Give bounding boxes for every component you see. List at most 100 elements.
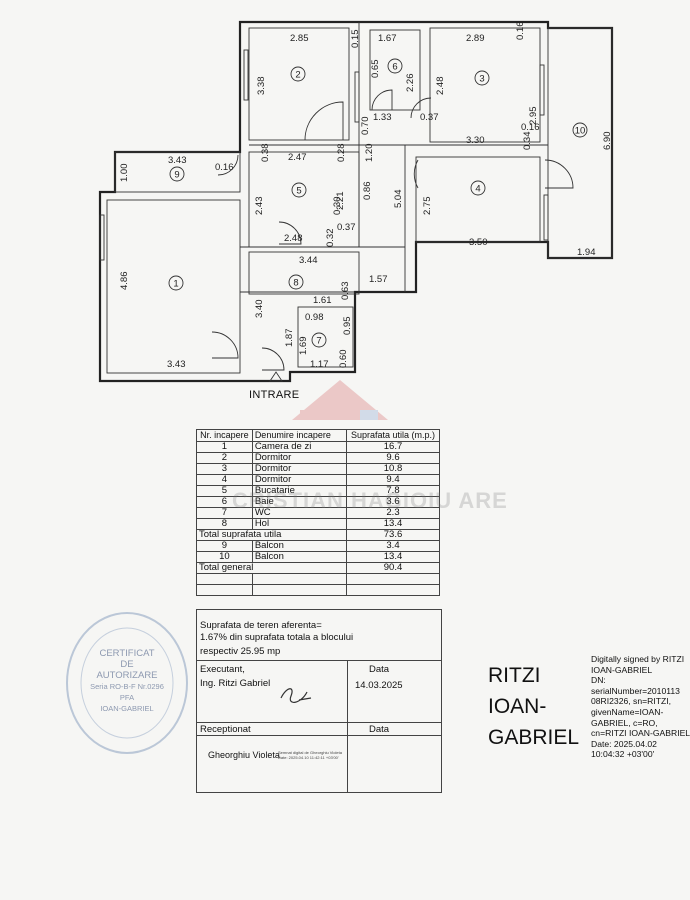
svg-text:5: 5	[296, 186, 301, 197]
cell-area: 10.8	[346, 463, 440, 475]
executant-signature	[280, 688, 312, 703]
room-marker-1: 1	[168, 275, 184, 291]
cell-area: 9.6	[346, 452, 440, 464]
svg-text:9: 9	[174, 170, 179, 181]
room-marker-8: 8	[288, 274, 304, 290]
area-table: Nr. incapere Denumire incapere Suprafata…	[195, 429, 440, 596]
dim-label: 2.75	[422, 197, 433, 216]
executant-label: Executant,	[200, 664, 245, 675]
date-value: 14.03.2025	[355, 680, 403, 691]
cell-nr: 10	[196, 551, 253, 563]
land-line-3: respectiv 25.95 mp	[200, 646, 281, 657]
cell-nr: 8	[196, 518, 253, 530]
receiver-digital-signature: Semnat digital de Gheorghiu Violeta Date…	[278, 750, 342, 760]
dim-label: 1.94	[577, 247, 596, 258]
cell-name: Balcon	[251, 540, 348, 552]
svg-text:2: 2	[295, 70, 300, 81]
dim-label: 0.86	[362, 182, 373, 201]
date-label-2: Data	[369, 724, 390, 735]
dim-label: 0.98	[305, 312, 324, 323]
dim-label: 0.63	[340, 282, 351, 301]
stamp-line-5: PFA	[119, 693, 135, 702]
dim-label: 0.37	[420, 112, 439, 123]
dim-label: 2.43	[254, 197, 265, 216]
cell-area: 13.4	[346, 551, 440, 563]
dim-label: 1.20	[364, 144, 375, 163]
stamp-line-1: CERTIFICAT	[99, 648, 155, 659]
svg-text:10: 10	[575, 126, 586, 137]
empty-row	[196, 573, 440, 585]
cell-area: 16.7	[346, 441, 440, 453]
svg-text:3: 3	[479, 74, 484, 85]
receiver-name: Gheorghiu Violeta	[208, 750, 280, 760]
room-markers: 1 2 3 4 5 6 7 8 9 10	[168, 58, 588, 348]
dim-label: 3.50	[469, 237, 488, 248]
dim-label: 0.37	[337, 222, 356, 233]
dim-label: 6.90	[602, 132, 613, 151]
dim-label: 0.60	[338, 350, 349, 369]
dim-label: 1.57	[369, 274, 388, 285]
floor-plan: 1 2 3 4 5 6 7 8 9 10 2.85 3.38 1.67 0.65…	[98, 20, 614, 420]
dim-label: 2.48	[435, 77, 446, 96]
svg-text:6: 6	[392, 62, 397, 73]
room-marker-4: 4	[470, 180, 486, 196]
cell-name: Dormitor	[251, 474, 348, 486]
signer-name: RITZI IOAN- GABRIEL	[488, 664, 580, 749]
total-util-value: 73.6	[346, 529, 440, 541]
dim-label: 0.30	[332, 197, 343, 216]
cell-name: Dormitor	[251, 463, 348, 475]
certification-stamp: CERTIFICAT DE AUTORIZARE Seria RO-B-F Nr…	[62, 608, 192, 758]
dim-label: 1.69	[298, 337, 309, 356]
entry-label: INTRARE	[249, 389, 300, 401]
stamp-line-3: AUTORIZARE	[96, 670, 158, 681]
dim-label: 0.95	[342, 317, 353, 336]
dim-label: 2.48	[284, 233, 303, 244]
dim-label: 0.16	[215, 162, 234, 173]
digital-signature-details: Digitally signed by RITZI IOAN-GABRIEL D…	[591, 654, 690, 760]
cell-name: Hol	[251, 518, 348, 530]
dim-label: 0.15	[350, 30, 361, 49]
dim-label: 4.86	[119, 272, 130, 291]
room-marker-9: 9	[169, 166, 185, 182]
cell-nr: 9	[196, 540, 253, 552]
svg-text:4: 4	[475, 184, 480, 195]
dim-label: 5.04	[393, 190, 404, 209]
dim-label: 1.33	[373, 112, 392, 123]
header-area: Suprafata utila (m.p.)	[346, 429, 440, 442]
dim-label: 0.28	[336, 144, 347, 163]
dim-label: 0.65	[370, 60, 381, 79]
dim-label: 3.43	[168, 155, 187, 166]
dimension-labels: 2.85 3.38 1.67 0.65 2.26 2.89 0.16 2.48 …	[119, 22, 613, 371]
room-marker-3: 3	[474, 70, 490, 86]
cell-name: Camera de zi	[251, 441, 348, 453]
dim-label: 2.95	[528, 107, 539, 126]
dim-label: 3.44	[299, 255, 318, 266]
executant-name: Ing. Ritzi Gabriel	[200, 678, 271, 689]
signature-block: Suprafata de teren aferenta= 1.67% din s…	[196, 609, 442, 793]
cell-name: Dormitor	[251, 452, 348, 464]
land-line-1: Suprafata de teren aferenta=	[200, 620, 322, 631]
total-general-value: 90.4	[346, 562, 440, 574]
dim-label: 0.32	[325, 229, 336, 248]
land-line-2: 1.67% din suprafata totala a blocului	[200, 632, 354, 643]
dim-label: 1.61	[313, 295, 332, 306]
room-marker-6: 6	[387, 58, 403, 74]
dim-label: 0.70	[360, 117, 371, 136]
header-name: Denumire incapere	[251, 429, 348, 442]
plan-walls	[98, 20, 614, 383]
dim-label: 0.38	[260, 144, 271, 163]
dim-label: 2.85	[290, 33, 309, 44]
room-marker-10: 10	[572, 122, 588, 138]
dim-label: 0.34	[522, 132, 533, 151]
svg-text:1: 1	[173, 279, 178, 290]
watermark-logo	[292, 380, 388, 420]
dim-label: 0.16	[521, 122, 540, 133]
